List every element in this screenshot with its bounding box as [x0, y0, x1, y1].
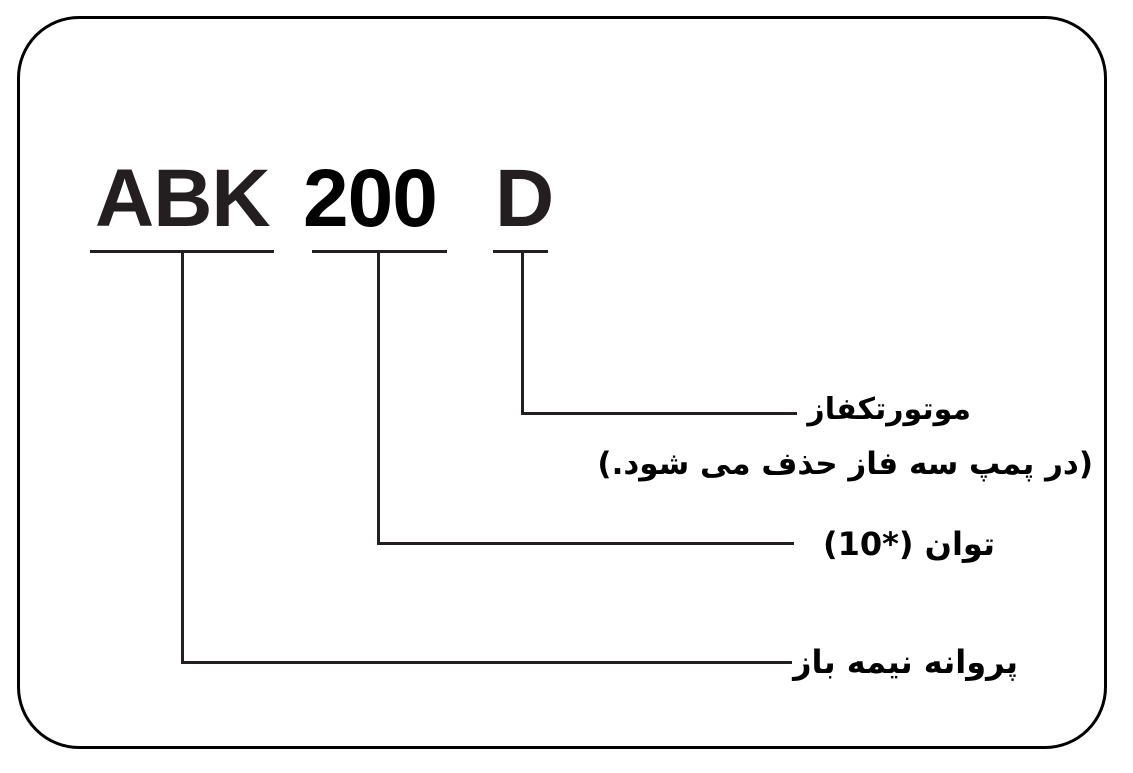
diagram-frame: [17, 16, 1107, 749]
label-power: توان (*10): [822, 525, 995, 563]
connector-series-horizontal: [181, 661, 792, 664]
label-series: پروانه نیمه باز: [793, 643, 1018, 681]
connector-phase-vertical: [521, 251, 524, 415]
underline-phase: [493, 250, 548, 253]
connector-series-vertical: [181, 251, 184, 664]
code-part-series: ABK: [95, 153, 271, 244]
label-phase-note: (در پمپ سه فاز حذف می شود.): [597, 446, 1093, 482]
connector-power-vertical: [377, 251, 380, 545]
code-part-power: 200: [303, 153, 438, 244]
connector-power-horizontal: [377, 542, 794, 545]
code-part-phase: D: [495, 153, 554, 244]
label-phase-title: موتورتکفاز: [807, 392, 971, 427]
connector-phase-horizontal: [521, 412, 797, 415]
